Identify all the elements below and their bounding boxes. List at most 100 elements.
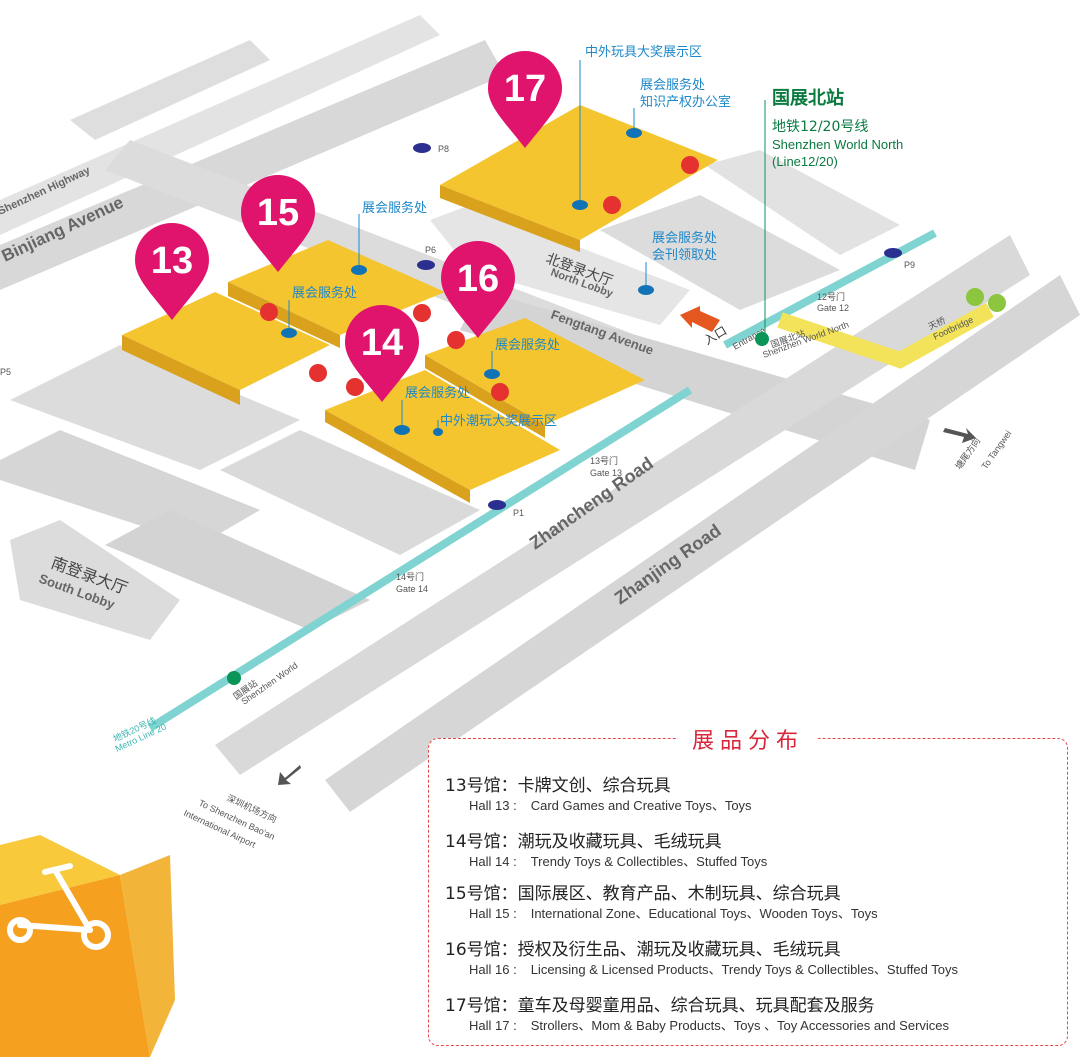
pin-14-icon[interactable]: 14	[345, 305, 419, 402]
hall-16[interactable]	[425, 318, 645, 425]
pin-16-label: 16	[457, 258, 499, 300]
metro-north-line-en: (Line12/20)	[772, 154, 838, 169]
metro-north-icon	[755, 332, 769, 346]
block-left-3	[220, 430, 480, 555]
escalator-icons	[260, 156, 699, 401]
svc-hall14-award: 中外潮玩大奖展示区	[440, 414, 557, 429]
parking-p8: P8	[438, 144, 449, 154]
legend-box: 展品分布 13号馆：卡牌文创、综合玩具 Hall 13 : Card Games …	[428, 729, 1068, 1046]
svc-hall15: 展会服务处	[362, 200, 427, 216]
legend-row-15-hall: Hall 15 :	[469, 906, 517, 921]
legend-row-16-items: Licensing & Licensed Products、Trendy Toy…	[530, 962, 958, 977]
block-left-4	[105, 510, 370, 630]
pin-13-icon[interactable]: 13	[135, 223, 209, 320]
legend-row-15-en: Hall 15 : International Zone、Educational …	[469, 903, 878, 922]
legend-row-15-items: International Zone、Educational Toys、Wood…	[530, 906, 878, 921]
gate13-en: Gate 13	[590, 468, 622, 478]
airport-arrow-icon	[278, 765, 301, 785]
road-guangshen	[70, 40, 270, 140]
road-zhanjing	[325, 275, 1080, 812]
metro-north-line-cn: 地铁12/20号线	[772, 119, 868, 135]
parking-p9: P9	[904, 260, 915, 270]
metro-north-en: Shenzhen World North	[772, 137, 903, 152]
metro-north-cn: 国展北站	[772, 87, 844, 109]
pin-13-label: 13	[151, 240, 193, 282]
service-dots	[281, 128, 654, 436]
legend-row-14-items: Trendy Toys & Collectibles、Stuffed Toys	[530, 854, 768, 869]
legend-row-15-cn: 15号馆：国际展区、教育产品、木制玩具、综合玩具	[445, 884, 841, 904]
gate12-cn: 12号门	[817, 291, 845, 302]
footbridge	[777, 303, 994, 369]
road-highway-top-2	[0, 40, 505, 290]
legend-row-13-items: Card Games and Creative Toys、Toys	[530, 798, 752, 813]
hall-14[interactable]	[325, 370, 560, 490]
hall-17[interactable]	[440, 105, 718, 240]
svc-hall14: 展会服务处	[405, 385, 470, 401]
svc-hall17-award: 中外玩具大奖展示区	[585, 45, 702, 60]
pin-15-label: 15	[257, 192, 299, 234]
legend-row-17-en: Hall 17 : Strollers、Mom & Baby Products、T…	[469, 1015, 949, 1034]
hall-16-side	[425, 355, 545, 438]
block-right-2	[600, 195, 840, 310]
legend-title: 展品分布	[677, 729, 818, 754]
legend-row-14-hall: Hall 14 :	[469, 854, 517, 869]
block-south-lobby	[10, 520, 180, 640]
legend-row-13-hall: Hall 13 :	[469, 798, 517, 813]
block-north-lobby	[430, 205, 690, 325]
svc-hall17-2: 知识产权办公室	[640, 94, 731, 110]
road-zhancheng	[215, 235, 1030, 775]
pin-14-label: 14	[361, 322, 403, 364]
legend-title-wrap: 展品分布	[429, 723, 1067, 755]
svc-hall13: 展会服务处	[292, 285, 357, 301]
entrance-arrow-icon	[680, 306, 720, 332]
scooter-icon	[7, 863, 111, 950]
parking-p1-marker	[488, 500, 506, 510]
legend-row-17-cn: 17号馆：童车及母婴童用品、综合玩具、玩具配套及服务	[445, 996, 875, 1016]
hall-17-side	[440, 185, 580, 252]
road-highway-top	[0, 15, 440, 235]
pin-17-label: 17	[504, 68, 546, 110]
footbridge-end-2	[988, 294, 1006, 312]
svc-hall16: 展会服务处	[495, 337, 560, 353]
pin-16-icon[interactable]: 16	[441, 241, 515, 338]
tangwei-arrow-icon	[943, 428, 976, 443]
svc-north-lobby-2: 会刊领取处	[652, 248, 717, 263]
block-left-1	[10, 345, 300, 470]
legend-row-13-cn: 13号馆：卡牌文创、综合玩具	[445, 776, 671, 796]
svc-north-lobby-1: 展会服务处	[652, 230, 717, 246]
metro-south-icon	[227, 671, 241, 685]
parking-p6: P6	[425, 245, 436, 255]
roads-layer	[0, 15, 1080, 812]
metro-line-lower	[147, 386, 693, 732]
gate12-en: Gate 12	[817, 303, 849, 313]
legend-row-17-hall: Hall 17 :	[469, 1018, 517, 1033]
corner-scooter-decoration	[0, 835, 175, 1057]
hall-15-side	[228, 282, 340, 348]
footbridge-end-1	[966, 288, 984, 306]
svc-hall17-1: 展会服务处	[640, 77, 705, 93]
gate14-en: Gate 14	[396, 584, 428, 594]
legend-row-16-hall: Hall 16 :	[469, 962, 517, 977]
legend-row-16-cn: 16号馆：授权及衍生品、潮玩及收藏玩具、毛绒玩具	[445, 940, 841, 960]
legend-row-13-en: Hall 13 : Card Games and Creative Toys、To…	[469, 795, 752, 814]
legend-row-16-en: Hall 16 : Licensing & Licensed Products、T…	[469, 959, 958, 978]
gate14-cn: 14号门	[396, 571, 424, 582]
gate13-cn: 13号门	[590, 455, 618, 466]
parking-p1: P1	[513, 508, 524, 518]
road-fengtang	[460, 290, 930, 470]
legend-row-14-en: Hall 14 : Trendy Toys & Collectibles、Stuf…	[469, 851, 767, 870]
pin-17-icon[interactable]: 17	[488, 51, 562, 148]
parking-p9-marker	[884, 248, 902, 258]
hall-14-side	[325, 410, 470, 503]
legend-row-17-items: Strollers、Mom & Baby Products、Toys 、Toy …	[530, 1018, 950, 1033]
pin-15-icon[interactable]: 15	[241, 175, 315, 272]
hall-13-side	[122, 335, 240, 405]
legend-row-14-cn: 14号馆：潮玩及收藏玩具、毛绒玩具	[445, 832, 722, 852]
block-right-1	[705, 150, 900, 255]
dir-tangwei-en: To Tangwei	[979, 429, 1013, 471]
parking-p6-marker	[417, 260, 435, 270]
block-left-2	[0, 430, 260, 545]
parking-p8-marker	[413, 143, 431, 153]
parking-p5: P5	[0, 367, 11, 377]
